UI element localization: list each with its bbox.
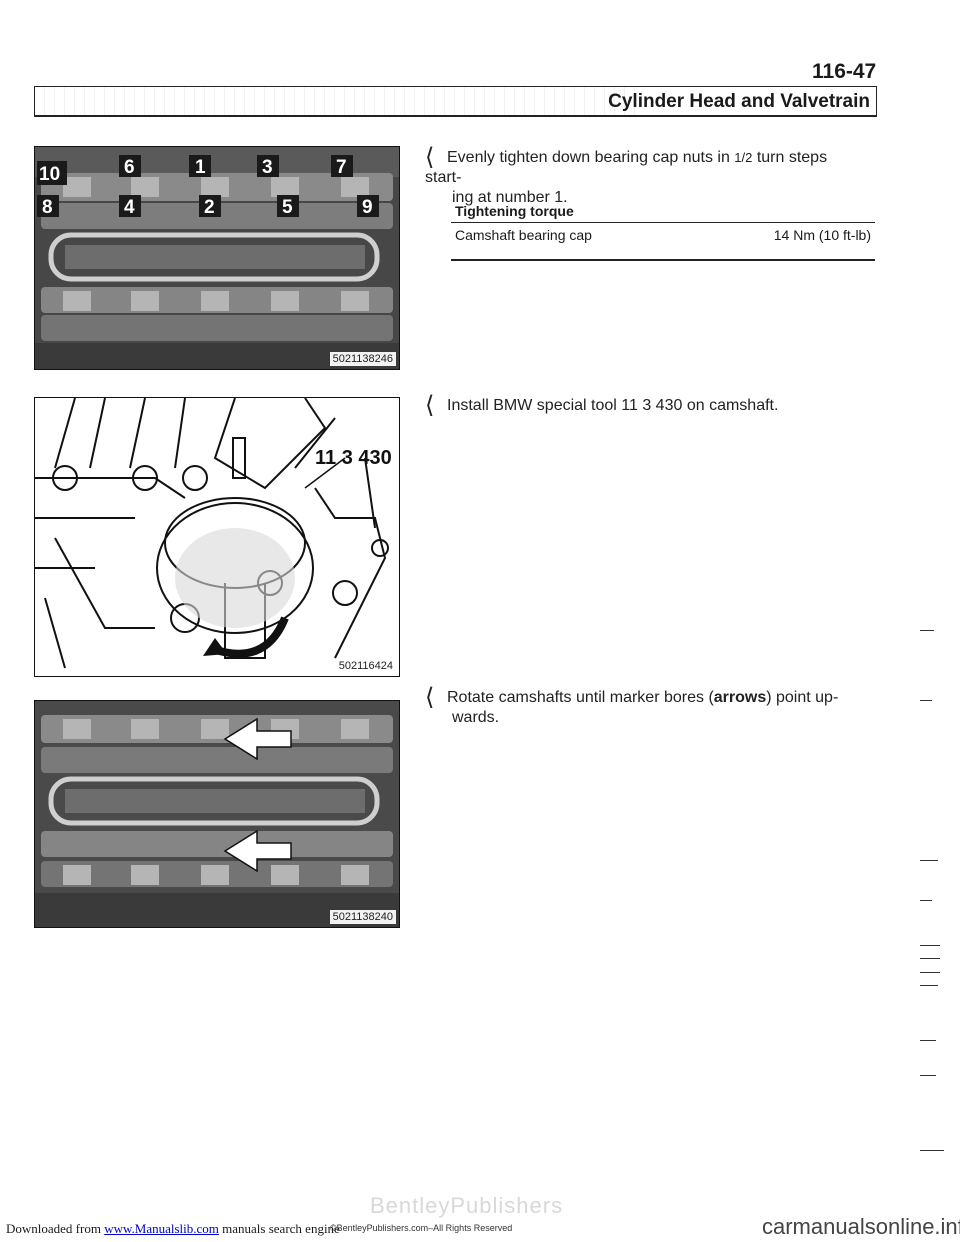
step-tighten-bearing-caps: ⟨Evenly tighten down bearing cap nuts in… (425, 144, 828, 207)
download-source: Downloaded from www.Manualslib.com manua… (6, 1221, 340, 1236)
marker-bores-photo: 5021138240 (34, 700, 400, 928)
page-number: 116-47 (812, 60, 877, 83)
left-arrow-icon: ⟨ (425, 392, 435, 419)
torque-title: Tightening torque (455, 203, 574, 219)
publisher-watermark: BentleyPublishers (370, 1193, 564, 1218)
marker-arrow-icon (223, 717, 292, 761)
header-scan-noise (35, 87, 635, 115)
engine-photo-graphic: 10 6 1 3 7 8 4 2 5 9 (35, 147, 399, 369)
marker-arrow-icon (223, 829, 292, 873)
torque-value: 14 Nm (10 ft-lb) (773, 227, 871, 243)
left-arrow-icon: ⟨ (425, 684, 435, 711)
torque-row: Camshaft bearing cap 14 Nm (10 ft-lb) (451, 223, 875, 259)
left-arrow-icon: ⟨ (425, 144, 435, 171)
callout-2: 2 (204, 197, 215, 218)
tool-number-label: 11 3 430 (315, 447, 392, 469)
copyright-notice: ©BentleyPublishers.com–All Rights Reserv… (330, 1223, 513, 1233)
section-header: Cylinder Head and Valvetrain (34, 86, 877, 117)
callout-6: 6 (124, 157, 135, 178)
tool-line-drawing: 11 3 430 (35, 398, 392, 669)
step-rotate-camshafts: ⟨Rotate camshafts until marker bores (ar… (425, 684, 839, 727)
callout-4: 4 (124, 197, 135, 218)
bearing-cap-sequence-photo: 10 6 1 3 7 8 4 2 5 9 5021138246 (34, 146, 400, 370)
site-watermark: carmanualsonline.info (762, 1214, 960, 1239)
image-reference-code: 5021138240 (329, 910, 396, 924)
manualslib-link[interactable]: www.Manualslib.com (104, 1221, 219, 1236)
torque-table: Camshaft bearing cap 14 Nm (10 ft-lb) (451, 222, 875, 261)
torque-item: Camshaft bearing cap (455, 227, 592, 243)
callout-3: 3 (262, 157, 273, 178)
fraction: 1/2 (734, 150, 753, 165)
callout-9: 9 (362, 197, 373, 218)
callout-8: 8 (42, 197, 53, 218)
callout-7: 7 (336, 157, 347, 178)
image-reference-code: 502116424 (335, 659, 396, 673)
callout-5: 5 (282, 197, 293, 218)
special-tool-drawing: 11 3 430 502116424 (34, 397, 400, 677)
image-reference-code: 5021138246 (329, 352, 396, 366)
callout-10: 10 (39, 164, 60, 185)
callout-1: 1 (195, 157, 206, 178)
section-title: Cylinder Head and Valvetrain (608, 91, 870, 112)
engine-photo-graphic (35, 701, 399, 927)
step-install-special-tool: ⟨Install BMW special tool 11 3 430 on ca… (425, 392, 779, 419)
